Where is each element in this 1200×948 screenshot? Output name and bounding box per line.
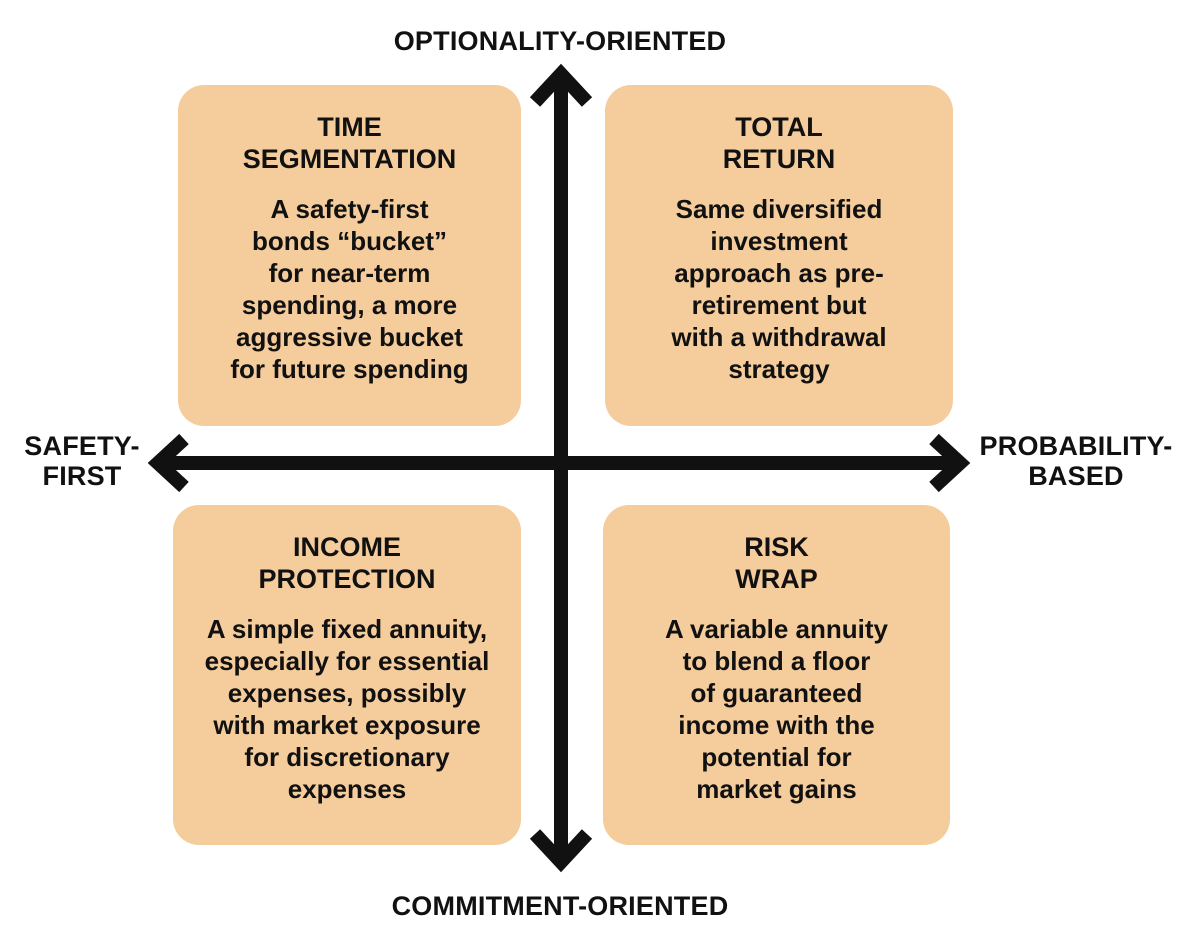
title-line: RETURN [722, 144, 836, 174]
axis-label-right: PROBABILITY- BASED [966, 431, 1186, 491]
quadrant-title: INCOME PROTECTION [173, 531, 521, 595]
description-line: spending, a more [241, 290, 458, 320]
quadrant-title: RISK WRAP [603, 531, 950, 595]
description-line: A variable annuity [665, 614, 888, 644]
title-line: TIME [317, 112, 382, 142]
description-line: to blend a floor [682, 646, 871, 676]
description-line: A safety-first [270, 194, 429, 224]
quadrant-description: A simple fixed annuity, especially for e… [173, 613, 521, 805]
arrow-left-icon [147, 433, 189, 493]
description-line: of guaranteed [690, 678, 863, 708]
quadrant-title: TOTAL RETURN [605, 111, 953, 175]
axis-label-top: OPTIONALITY-ORIENTED [393, 26, 727, 56]
description-line: expenses, possibly [227, 678, 467, 708]
quadrant-description: Same diversified investment approach as … [605, 193, 953, 385]
title-line: INCOME [293, 532, 401, 562]
description-line: for near-term [268, 258, 431, 288]
axis-label-left: SAFETY- FIRST [0, 431, 164, 491]
axis-label-line: SAFETY- [24, 431, 140, 461]
description-line: potential for [701, 742, 852, 772]
axis-label-line: PROBABILITY- [979, 431, 1173, 461]
description-line: with market exposure [213, 710, 481, 740]
description-line: A simple fixed annuity, [206, 614, 488, 644]
quadrant-description: A safety-first bonds “bucket” for near-t… [178, 193, 521, 385]
axis-label-bottom: COMMITMENT-ORIENTED [391, 891, 729, 921]
title-line: WRAP [735, 564, 818, 594]
description-line: Same diversified [675, 194, 883, 224]
quadrant-risk-wrap: RISK WRAP A variable annuity to blend a … [603, 505, 950, 845]
description-line: for future spending [230, 354, 469, 384]
description-line: strategy [728, 354, 830, 384]
description-line: aggressive bucket [236, 322, 463, 352]
quadrant-total-return: TOTAL RETURN Same diversified investment… [605, 85, 953, 426]
title-line: PROTECTION [258, 564, 436, 594]
axis-label-line: FIRST [42, 461, 122, 491]
description-line: retirement but [691, 290, 867, 320]
title-line: SEGMENTATION [242, 144, 457, 174]
arrow-up-icon [529, 63, 593, 107]
quadrant-description: A variable annuity to blend a floor of g… [603, 613, 950, 805]
quadrant-title: TIME SEGMENTATION [178, 111, 521, 175]
arrow-down-icon [529, 829, 593, 873]
description-line: for discretionary [244, 742, 450, 772]
description-line: especially for essential [204, 646, 490, 676]
description-line: bonds “bucket” [251, 226, 447, 256]
description-line: with a withdrawal [671, 322, 887, 352]
description-line: income with the [678, 710, 875, 740]
description-line: expenses [287, 774, 407, 804]
quadrant-time-segmentation: TIME SEGMENTATION A safety-first bonds “… [178, 85, 521, 426]
description-line: investment [710, 226, 848, 256]
description-line: approach as pre- [674, 258, 884, 288]
quadrant-income-protection: INCOME PROTECTION A simple fixed annuity… [173, 505, 521, 845]
title-line: RISK [744, 532, 809, 562]
title-line: TOTAL [735, 112, 823, 142]
arrow-right-icon [929, 433, 971, 493]
description-line: market gains [696, 774, 857, 804]
axis-label-line: BASED [1028, 461, 1124, 491]
